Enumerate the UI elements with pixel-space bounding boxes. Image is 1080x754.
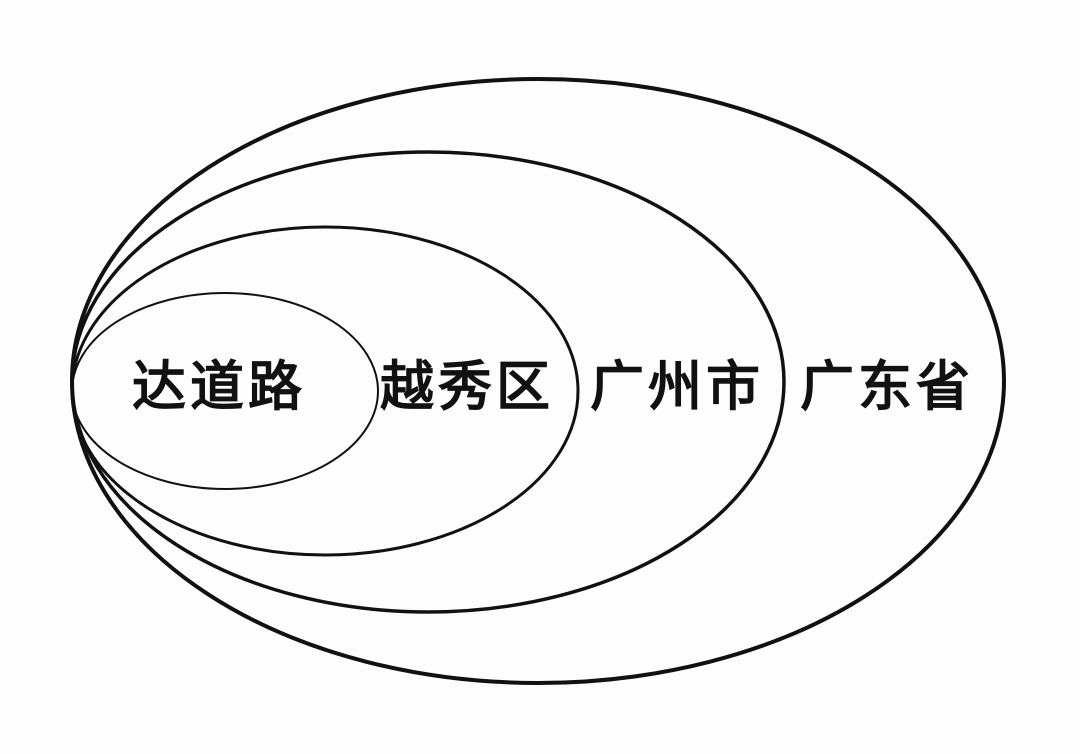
ellipse-road [71,292,379,490]
label-province: 广东省 [800,354,974,418]
label-district: 越秀区 [380,354,554,418]
label-city: 广州市 [590,354,764,418]
label-road: 达道路 [132,354,306,418]
